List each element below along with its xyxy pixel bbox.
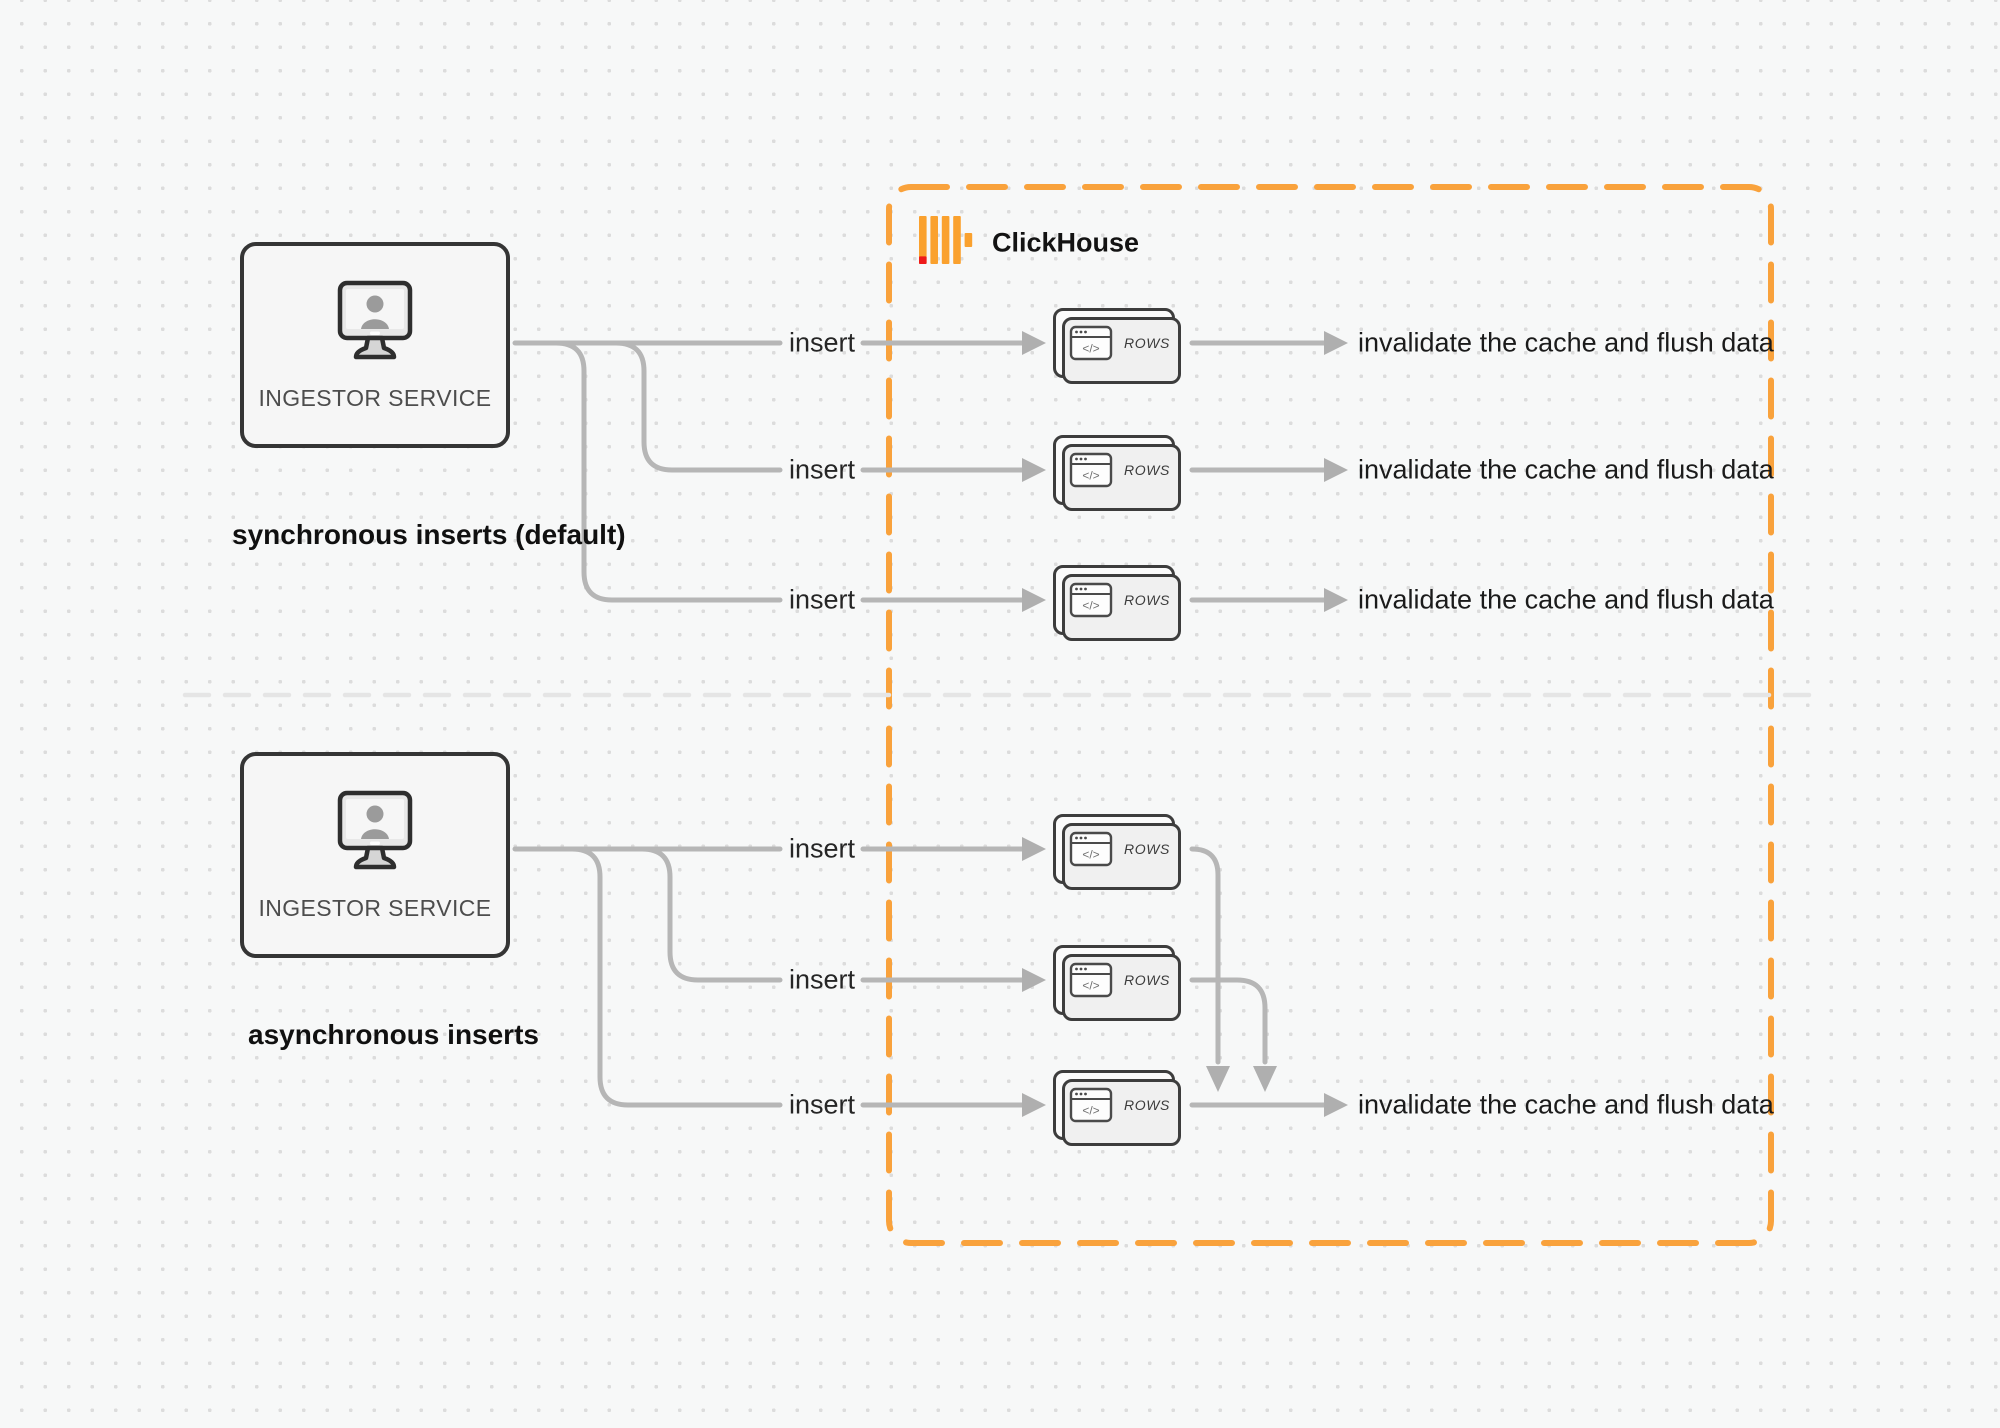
insert-label: insert xyxy=(788,964,856,995)
rows-label: ROWS xyxy=(1124,462,1170,478)
insert-label: insert xyxy=(788,833,856,864)
ingestor-service-label: INGESTOR SERVICE xyxy=(258,385,492,411)
code-window-icon: </> xyxy=(1069,1087,1113,1123)
code-glyph: </> xyxy=(1082,599,1099,613)
arrowheads xyxy=(1022,331,1348,1117)
arrowhead-right xyxy=(1022,968,1046,992)
arrowhead-right xyxy=(1022,837,1046,861)
rows-label: ROWS xyxy=(1124,335,1170,351)
sync-branch-row2 xyxy=(613,340,783,473)
rows-card: </> ROWS xyxy=(1053,1070,1181,1146)
arrowhead-right xyxy=(1324,1093,1348,1117)
arrowhead-right xyxy=(1022,588,1046,612)
invalidate-label: invalidate the cache and flush data xyxy=(1358,327,1774,358)
arrowhead-right xyxy=(1324,588,1348,612)
async-section-caption: asynchronous inserts xyxy=(248,1019,539,1050)
code-glyph: </> xyxy=(1082,1104,1099,1118)
sync-section-caption: synchronous inserts (default) xyxy=(232,519,626,550)
arrowhead-right xyxy=(1022,458,1046,482)
rows-card: </> ROWS xyxy=(1053,945,1181,1021)
clickhouse-zone-title: ClickHouse xyxy=(992,227,1140,258)
rows-label: ROWS xyxy=(1124,841,1170,857)
clickhouse-dashed-boundary xyxy=(886,184,1774,1246)
arrowhead-right xyxy=(1022,331,1046,355)
ingestor-service-label: INGESTOR SERVICE xyxy=(258,895,492,921)
code-window-icon: </> xyxy=(1069,831,1113,867)
rows-label: ROWS xyxy=(1124,592,1170,608)
code-glyph: </> xyxy=(1082,979,1099,993)
arrowhead-down xyxy=(1253,1066,1277,1092)
invalidate-label: invalidate the cache and flush data xyxy=(1358,584,1774,615)
gray-connectors xyxy=(512,340,1327,1108)
rows-label: ROWS xyxy=(1124,1097,1170,1113)
arrowhead-down xyxy=(1206,1066,1230,1092)
monitor-user-icon xyxy=(337,790,413,870)
arrowhead-right xyxy=(1022,1093,1046,1117)
insert-label: insert xyxy=(788,1089,856,1120)
insert-label: insert xyxy=(788,327,856,358)
rows-card: </> ROWS xyxy=(1053,814,1181,890)
insert-label: insert xyxy=(788,584,856,615)
ingestor-service-box-sync: INGESTOR SERVICE xyxy=(240,242,510,448)
rows-label: ROWS xyxy=(1124,972,1170,988)
async-branch-row5 xyxy=(639,846,783,983)
code-glyph: </> xyxy=(1082,469,1099,483)
sync-branch-row3 xyxy=(553,340,783,603)
arrowhead-right xyxy=(1324,458,1348,482)
async-merge-line1 xyxy=(1189,846,1221,1065)
clickhouse-logo-icon xyxy=(919,216,973,264)
async-merge-line2 xyxy=(1189,977,1268,1065)
rows-card: </> ROWS xyxy=(1053,565,1181,641)
arrowhead-right xyxy=(1324,331,1348,355)
async-branch-row6 xyxy=(569,846,783,1108)
code-window-icon: </> xyxy=(1069,325,1113,361)
insert-label: insert xyxy=(788,454,856,485)
ingestor-service-box-async: INGESTOR SERVICE xyxy=(240,752,510,958)
invalidate-label: invalidate the cache and flush data xyxy=(1358,1089,1774,1120)
code-window-icon: </> xyxy=(1069,582,1113,618)
code-window-icon: </> xyxy=(1069,452,1113,488)
code-glyph: </> xyxy=(1082,848,1099,862)
monitor-user-icon xyxy=(337,280,413,360)
rows-card: </> ROWS xyxy=(1053,435,1181,511)
code-glyph: </> xyxy=(1082,342,1099,356)
invalidate-label: invalidate the cache and flush data xyxy=(1358,454,1774,485)
rows-card: </> ROWS xyxy=(1053,308,1181,384)
code-window-icon: </> xyxy=(1069,962,1113,998)
